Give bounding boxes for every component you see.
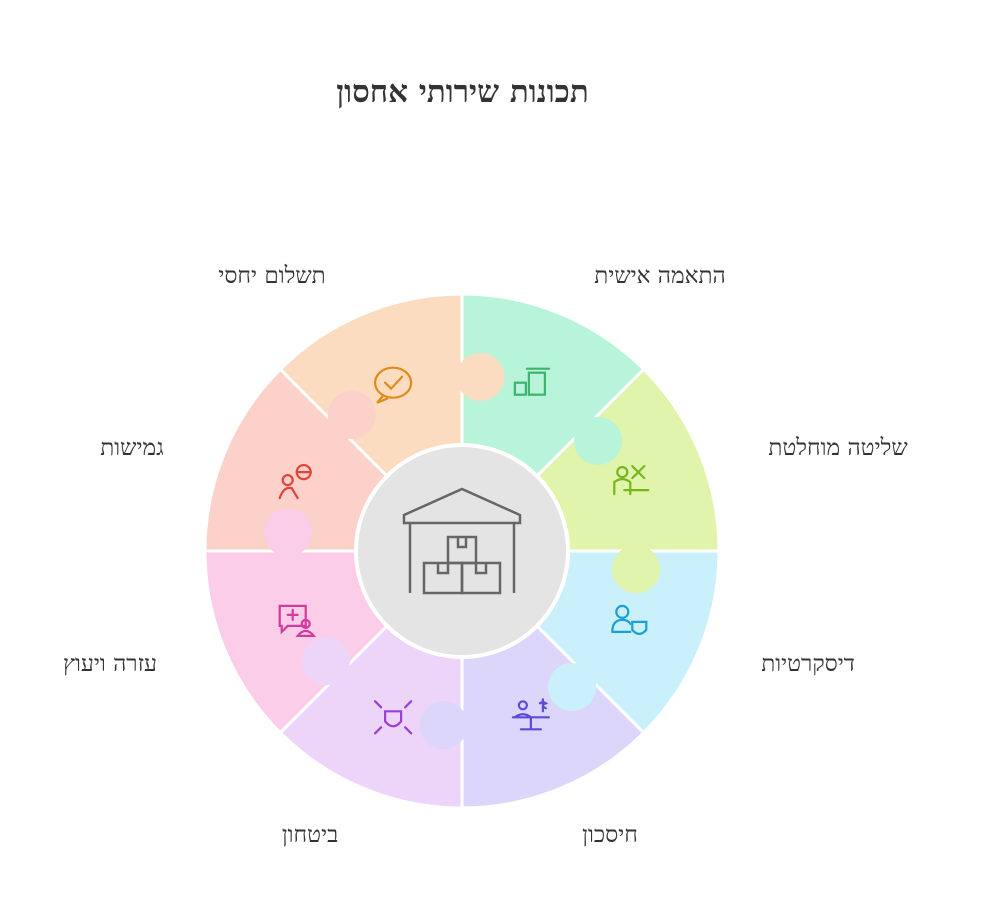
label-security: ביטחון xyxy=(281,822,339,848)
medical-chat-icon xyxy=(278,604,316,637)
scale-money-icon xyxy=(511,698,550,731)
diagram-title: תכונות שירותי אחסון xyxy=(336,74,589,110)
flexible-person-icon xyxy=(278,464,312,500)
label-flexibility: גמישות xyxy=(100,435,164,461)
label-help-advice: עזרה ויעוץ xyxy=(62,651,158,677)
puzzle-tab-6 xyxy=(327,390,376,439)
label-savings: חיסכון xyxy=(582,822,638,848)
center-hub xyxy=(354,443,570,659)
boxes-icon xyxy=(513,367,550,396)
label-discretion: דיסקרטיות xyxy=(761,651,855,677)
user-shield-icon xyxy=(611,604,648,635)
shield-arrows-icon xyxy=(374,700,413,735)
puzzle-tab-5 xyxy=(263,508,312,557)
puzzle-tab-4 xyxy=(301,637,350,686)
label-proportional-payment: תשלום יחסי xyxy=(218,263,326,289)
puzzle-tab-7 xyxy=(456,352,505,401)
puzzle-tab-0 xyxy=(574,416,623,465)
check-bubble-icon xyxy=(374,366,413,404)
warehouse-icon xyxy=(402,487,522,595)
person-control-icon xyxy=(613,465,650,496)
label-full-control: שליטה מוחלטת xyxy=(768,435,908,461)
label-personal-fit: התאמה אישית xyxy=(594,263,726,289)
puzzle-tab-1 xyxy=(612,545,661,594)
puzzle-tab-3 xyxy=(419,701,468,750)
puzzle-tab-2 xyxy=(548,663,597,712)
